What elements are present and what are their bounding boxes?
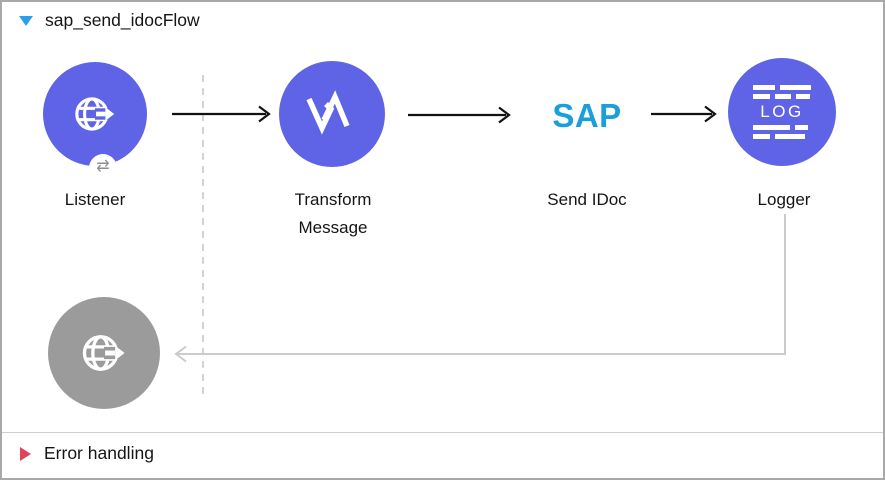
arrow-listener-to-transform [172,105,271,123]
listener-label: Listener [64,190,126,209]
listener-node[interactable]: ⇄ [43,62,147,182]
sync-arrows-icon: ⇄ [89,154,117,182]
flow-header[interactable]: sap_send_idocFlow [19,10,200,31]
arrow-transform-to-sendidoc [408,106,511,124]
globe-arrow-icon [75,97,115,131]
globe-arrow-icon [82,335,125,371]
transform-message-label: Transform Message [294,190,372,237]
send-idoc-node[interactable]: SAP [552,97,622,134]
dataweave-icon [306,90,350,135]
sync-arrows-glyph: ⇄ [96,158,110,175]
log-icon-text: LOG [760,102,804,121]
log-bars-icon: LOG [753,85,811,139]
response-node-inactive[interactable] [48,297,160,409]
error-handling-section[interactable]: Error handling [20,443,154,464]
return-wire [174,214,786,363]
transform-message-node[interactable] [279,61,385,167]
error-section-divider [2,432,883,433]
flow-title: sap_send_idocFlow [45,10,200,30]
send-idoc-label: Send IDoc [547,190,627,209]
expand-triangle-right-icon[interactable] [20,446,31,461]
logger-node[interactable]: LOG [728,58,836,166]
error-handling-label: Error handling [44,443,154,463]
logger-label: Logger [757,190,811,209]
collapse-triangle-down-icon[interactable] [19,15,33,26]
